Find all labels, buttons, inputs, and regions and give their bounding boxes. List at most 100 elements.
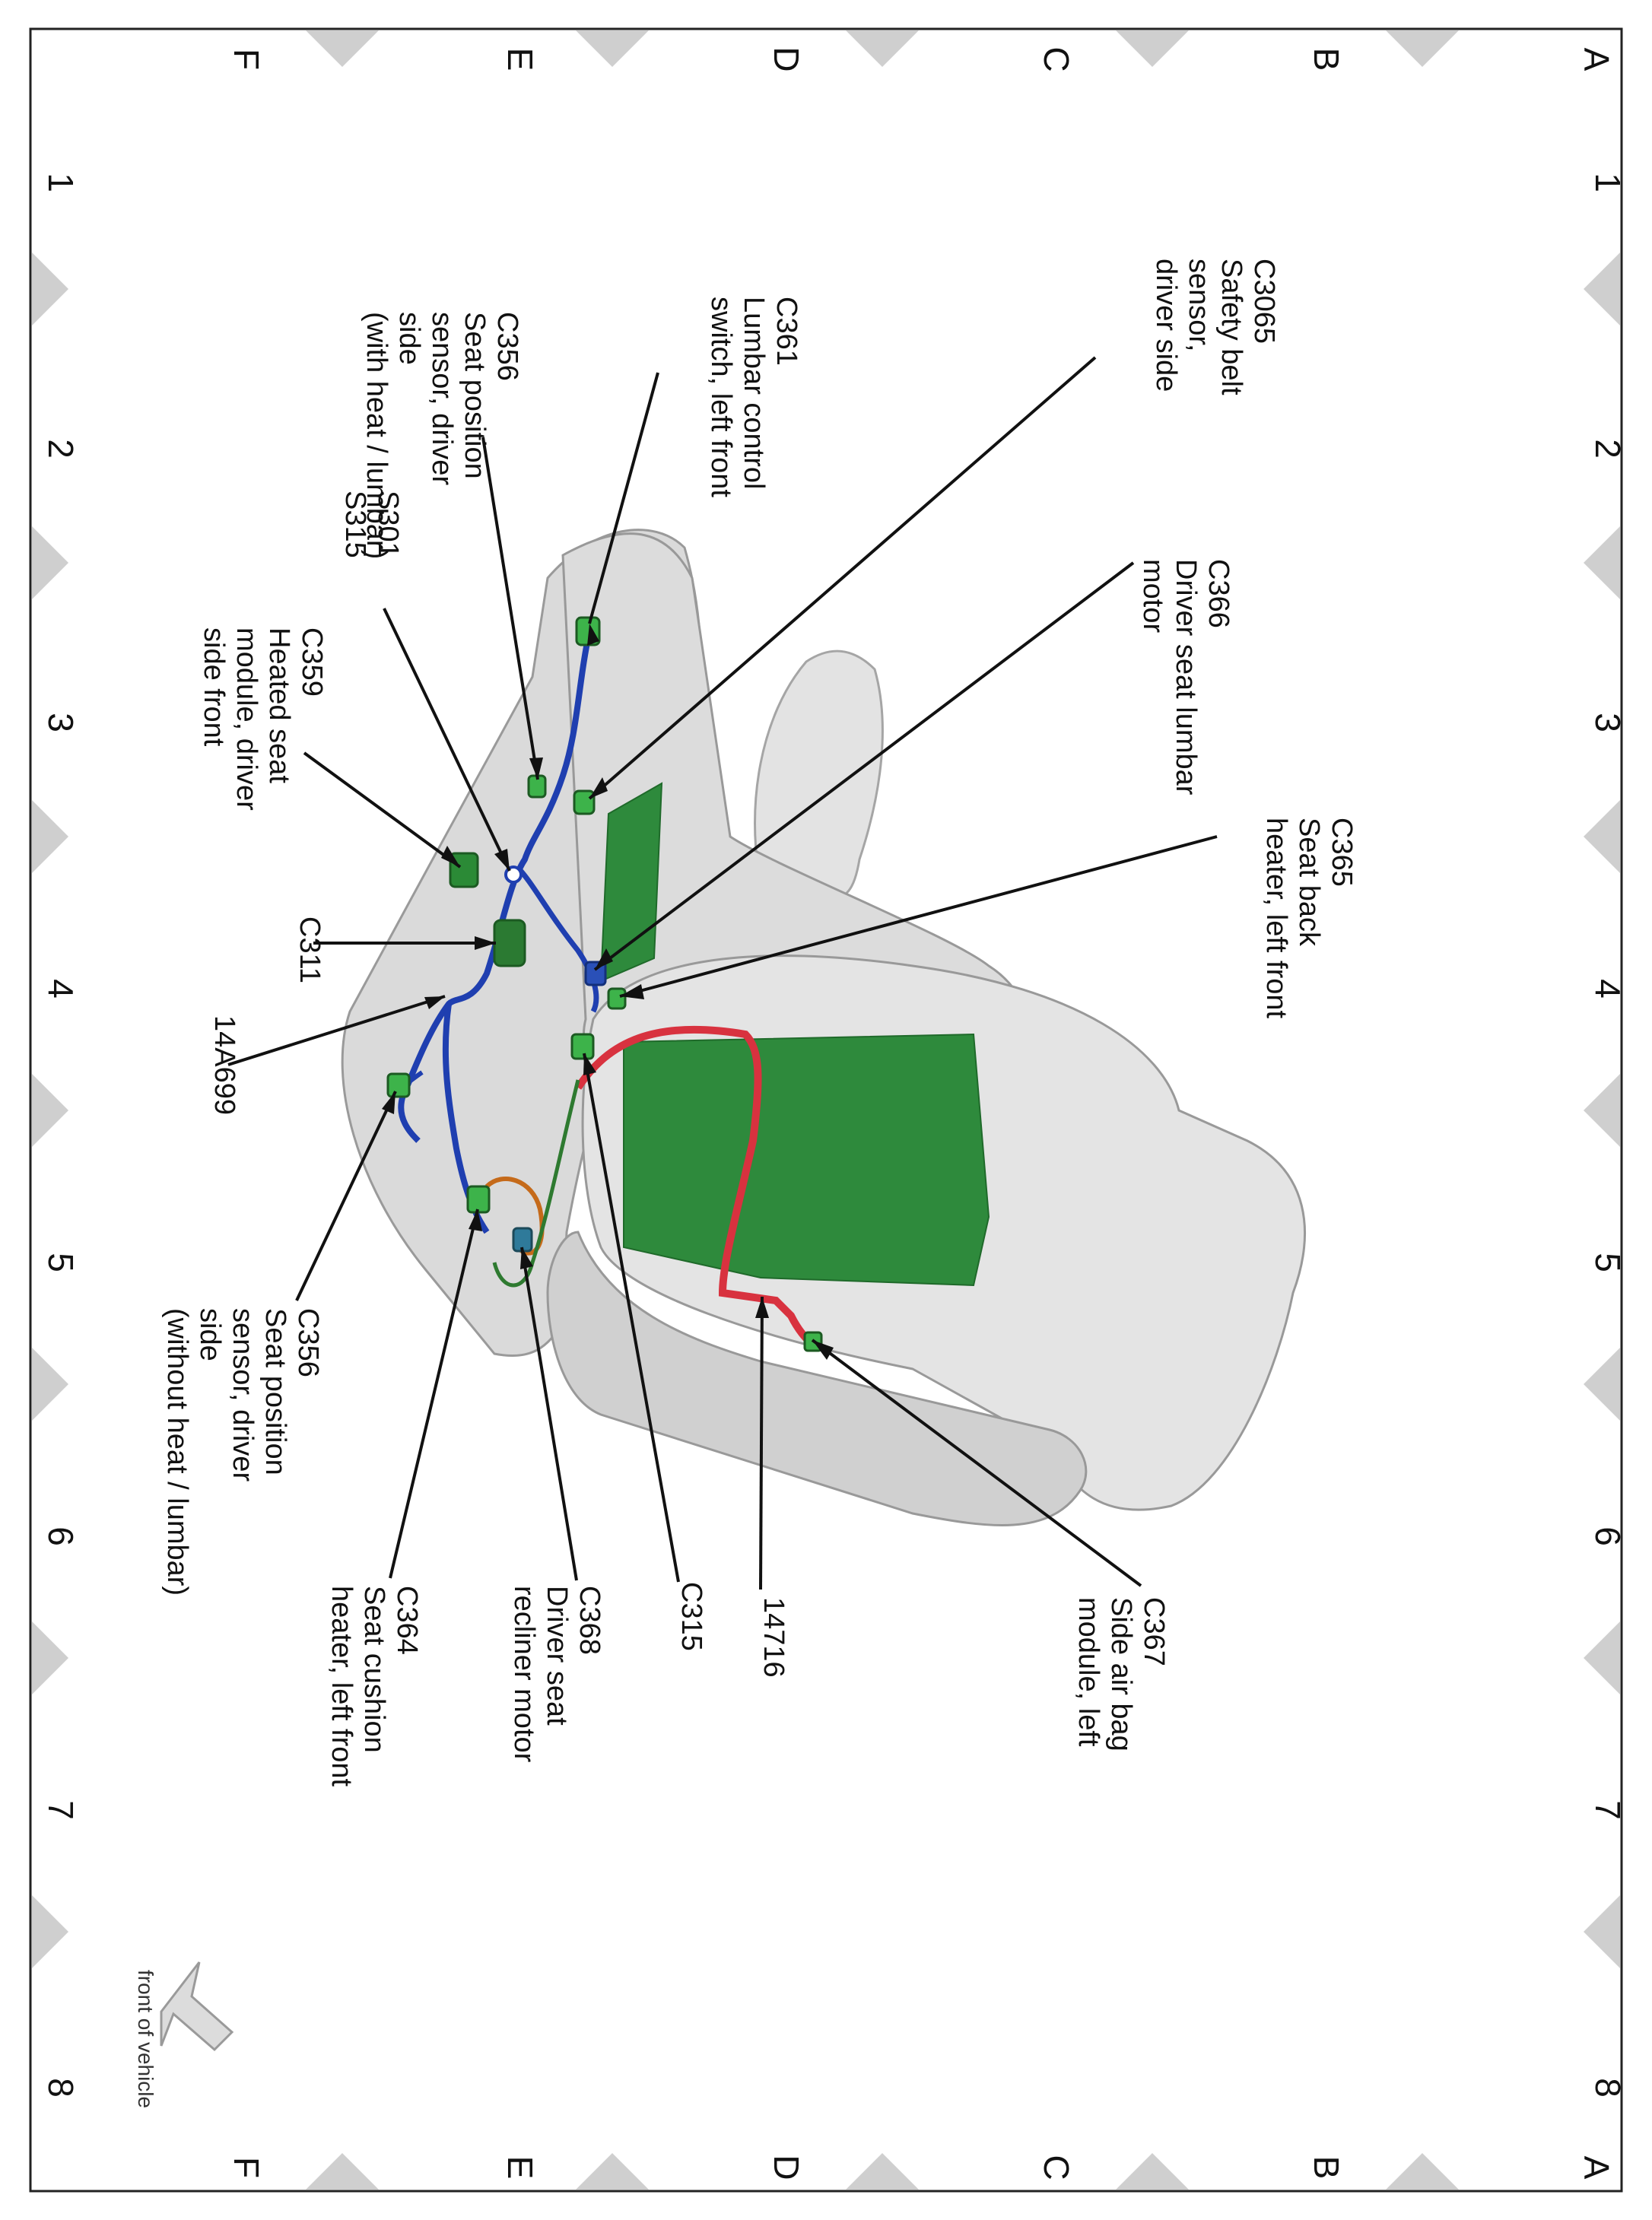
callout-c356b-line: C356: [292, 1308, 324, 1377]
callout-c364-line: heater, left front: [326, 1586, 357, 1786]
connector-c3065: [573, 789, 596, 815]
grid-column-label-left: 5: [41, 1253, 81, 1272]
grid-row-label-top: A: [1577, 48, 1616, 71]
leader-c361: [588, 372, 659, 624]
callout-c356a-line: (with heat / lumbar): [361, 312, 392, 559]
callout-c361-line: C361: [770, 297, 802, 366]
callout-c356b-line: (without heat / lumbar): [161, 1308, 193, 1596]
arrowhead-c359: [441, 846, 460, 867]
callout-c356b-line: side: [194, 1308, 226, 1361]
callout-c359-line: side front: [198, 627, 230, 747]
arrowhead-14a699: [424, 996, 445, 1009]
callout-c366-line: Driver seat lumbar: [1170, 559, 1202, 796]
grid-triangle-bottom: [846, 2153, 919, 2190]
grid-triangle-left: [32, 1074, 68, 1147]
callout-c359-line: C359: [296, 627, 328, 697]
callout-c366-line: motor: [1137, 559, 1169, 633]
connector-c356b: [386, 1072, 411, 1098]
leader-c364: [389, 1208, 479, 1579]
grid-triangle-right: [1584, 1621, 1620, 1694]
harness-green-cushion: [492, 1079, 580, 1288]
grid-triangle-top: [576, 30, 649, 67]
arrowhead-c368: [520, 1247, 533, 1269]
arrowhead-s301: [494, 849, 510, 871]
grid-triangle-right: [1584, 1895, 1620, 1968]
callout-s301-line: S315: [339, 491, 371, 558]
leader-c356b: [295, 1091, 397, 1301]
grid-triangle-top: [1386, 30, 1459, 67]
connector-c366: [584, 961, 607, 986]
callout-s301-line: S301: [372, 491, 404, 558]
callout-w14a699-line: 14A699: [208, 1015, 240, 1115]
grid-triangle-right: [1584, 800, 1620, 873]
callout-c368-line: C368: [573, 1586, 605, 1655]
callout-c311-line: C311: [294, 916, 326, 983]
arrowhead-c356a: [529, 757, 543, 780]
callout-c315-line: C315: [675, 1582, 707, 1651]
callout-c365-line: heater, left front: [1260, 818, 1292, 1018]
leader-arrowheads: [382, 624, 834, 1360]
grid-triangle-right: [1584, 252, 1620, 326]
front-arrow-icon: [160, 1961, 234, 2052]
arrowhead-c361: [587, 624, 599, 646]
connector-c311: [493, 919, 526, 967]
leader-c365: [619, 835, 1218, 998]
leader-c367: [811, 1339, 1142, 1587]
callout-c367-line: Side air bag: [1105, 1597, 1137, 1752]
callout-c356a-line: sensor, driver: [426, 312, 458, 485]
grid-column-label-right: 5: [1588, 1253, 1628, 1272]
grid-column-label-right: 1: [1588, 173, 1628, 192]
leader-c315: [583, 1053, 680, 1583]
leader-c3065: [588, 356, 1097, 800]
arrowhead-c3065: [589, 777, 608, 799]
grid-triangle-top: [1116, 30, 1189, 67]
grid-column-label-left: 2: [41, 439, 81, 459]
callout-c367-line: module, left: [1072, 1597, 1104, 1747]
grid-row-label-top: B: [1307, 48, 1346, 71]
grid-triangle-left: [32, 1895, 68, 1968]
grid-column-label-right: 2: [1588, 439, 1628, 459]
grid-column-label-left: 4: [41, 979, 81, 999]
grid-row-label-bottom: E: [500, 2156, 540, 2180]
callout-c3065-line: C3065: [1248, 259, 1280, 344]
connector-c315: [570, 1033, 595, 1060]
grid-row-label-top: F: [227, 49, 266, 70]
callout-c3065-line: driver side: [1150, 259, 1182, 392]
grid-triangle-left: [32, 1348, 68, 1421]
connector-c359: [449, 852, 479, 888]
callout-c368-line: Driver seat: [541, 1586, 573, 1726]
grid-column-label-right: 4: [1588, 979, 1628, 999]
grid-triangle-left: [32, 526, 68, 599]
arrowhead-c364: [469, 1209, 482, 1231]
grid-column-label-left: 8: [41, 2078, 81, 2098]
grid-triangle-bottom: [1116, 2153, 1189, 2190]
arrowhead-14716: [755, 1297, 769, 1318]
harness-red-14716: [574, 1025, 813, 1345]
grid-triangle-left: [32, 800, 68, 873]
harness-orange-recliner: [484, 1177, 545, 1256]
leader-14a699: [227, 995, 446, 1066]
arrowhead-c356b: [382, 1091, 396, 1114]
callout-c368-line: recliner motor: [508, 1586, 540, 1763]
callout-c365-line: Seat back: [1293, 818, 1325, 947]
arrowhead-c311: [475, 936, 496, 950]
callout-c3065-line: sensor,: [1183, 259, 1215, 352]
callout-c359-line: Heated seat: [263, 627, 295, 783]
grid-triangle-right: [1584, 1348, 1620, 1421]
seat-bottom-bolster: [546, 1231, 1088, 1526]
grid-row-label-top: D: [767, 46, 806, 71]
grid-triangle-right: [1584, 1074, 1620, 1147]
connector-c365: [607, 987, 627, 1010]
callout-c361-line: Lumbar control: [738, 297, 770, 489]
leader-c356a: [481, 437, 539, 780]
headrest: [754, 649, 884, 902]
grid-triangle-bottom: [576, 2153, 649, 2190]
leader-s301: [383, 608, 511, 872]
grid-triangle-top: [846, 30, 919, 67]
callout-c365-line: C365: [1326, 818, 1358, 887]
grid-row-label-bottom: B: [1307, 2156, 1346, 2180]
front-of-vehicle-marker: front of vehicle: [134, 1961, 234, 2108]
leader-lines: [227, 356, 1218, 1590]
